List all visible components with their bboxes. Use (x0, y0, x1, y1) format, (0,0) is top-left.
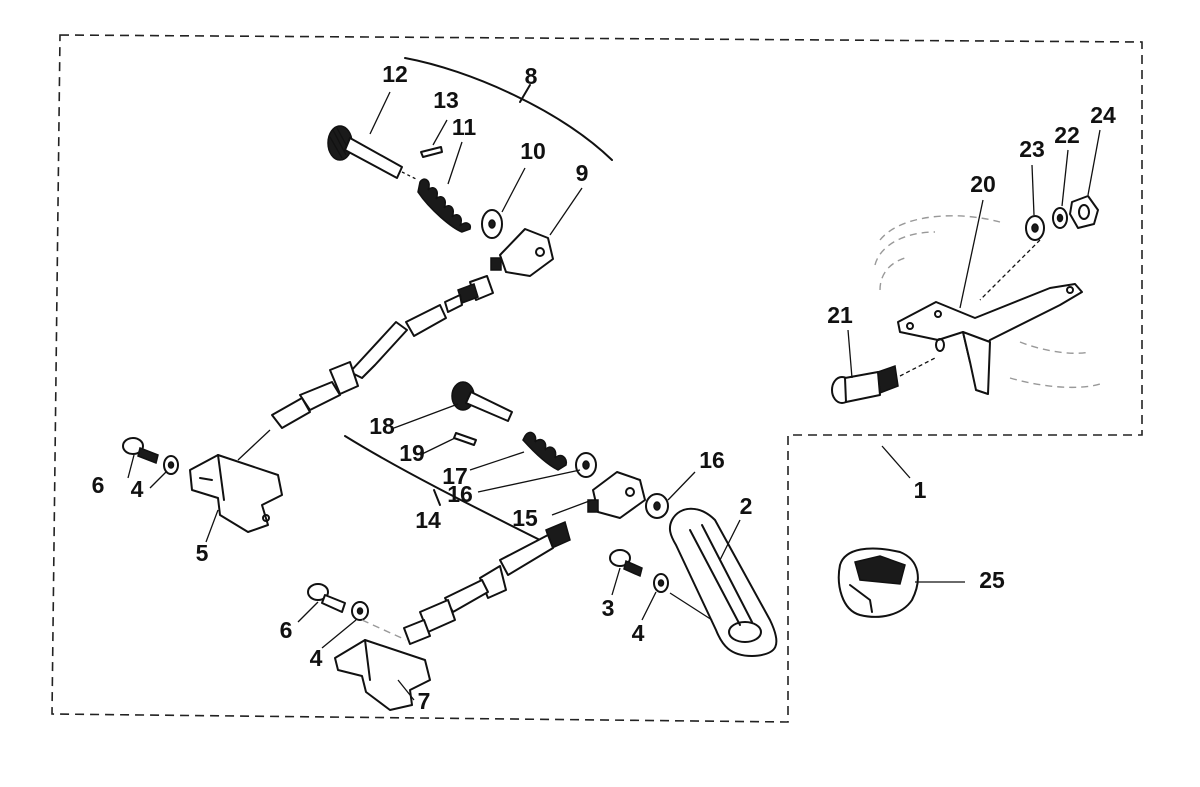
callout-3: 3 (602, 595, 615, 621)
callout-6-lower: 6 (280, 617, 293, 643)
callout-1: 1 (914, 477, 927, 503)
callout-17: 17 (442, 463, 468, 489)
callout-24: 24 (1090, 102, 1116, 128)
clip-25 (837, 547, 919, 618)
callout-19: 19 (399, 440, 425, 466)
callout-8: 8 (525, 63, 538, 89)
cotter-pin-13 (420, 146, 443, 158)
leader-lines (127, 91, 1101, 701)
callout-5: 5 (196, 540, 209, 566)
callout-13: 13 (433, 87, 459, 113)
mounting-bracket-20 (897, 283, 1083, 395)
control-cable-upper (237, 275, 494, 461)
callout-4-lower: 4 (310, 645, 323, 671)
screw-6-upper (122, 437, 159, 465)
spring-17 (522, 431, 568, 471)
callout-4-right: 4 (632, 620, 645, 646)
callout-7: 7 (418, 688, 431, 714)
callout-4-upper: 4 (131, 476, 144, 502)
adjust-knob-18 (451, 381, 513, 422)
screw-3 (609, 549, 643, 578)
group-bracket-14 (344, 435, 541, 541)
callout-21: 21 (827, 302, 853, 328)
callout-11: 11 (452, 114, 477, 140)
callout-25: 25 (979, 567, 1005, 593)
callout-23: 23 (1019, 136, 1045, 162)
callout-18: 18 (369, 413, 395, 439)
callout-20: 20 (970, 171, 996, 197)
nut-24 (1069, 195, 1099, 229)
callout-10: 10 (520, 138, 546, 164)
bolt-21 (831, 357, 936, 404)
screw-6-lower (307, 583, 346, 613)
spring-11 (417, 178, 472, 233)
clevis-9 (490, 228, 554, 277)
clevis-15 (587, 471, 646, 519)
adjust-knob-12 (327, 125, 419, 181)
callout-6-upper: 6 (92, 472, 105, 498)
callout-22: 22 (1054, 122, 1080, 148)
throttle-lever-2 (668, 507, 778, 657)
callout-15: 15 (512, 505, 538, 531)
control-cable-lower (403, 520, 571, 645)
callout-14: 14 (415, 507, 441, 533)
cotter-pin-19 (453, 432, 477, 446)
anchor-bracket-7 (334, 639, 431, 711)
callout-16-a: 16 (447, 481, 473, 507)
group-bracket-8 (404, 57, 613, 161)
callout-12: 12 (382, 61, 408, 87)
callout-9: 9 (576, 160, 589, 186)
kit-boundary-outline (51, 34, 1143, 723)
anchor-bracket-5 (189, 454, 283, 533)
callout-2: 2 (740, 493, 753, 519)
callout-16-b: 16 (699, 447, 725, 473)
